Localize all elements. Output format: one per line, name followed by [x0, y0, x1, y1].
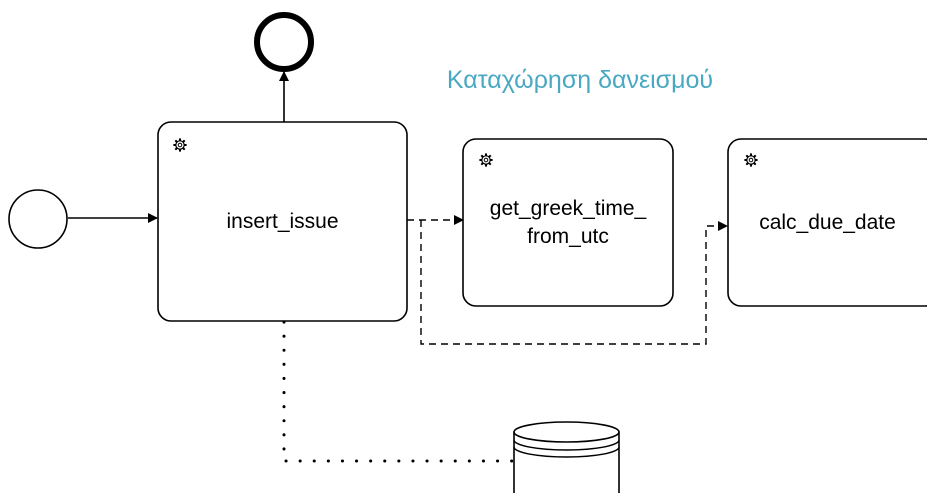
association-insert-to-datastore [282, 320, 516, 463]
task-insert-issue[interactable] [157, 121, 408, 322]
start-event[interactable] [8, 189, 68, 249]
end-event[interactable] [254, 12, 314, 72]
task-get-greek-time-from-utc[interactable] [462, 138, 674, 307]
data-store[interactable] [513, 421, 620, 493]
task-calc-due-date[interactable] [727, 138, 927, 307]
flow-insert-to-calc-due-date [420, 220, 728, 345]
diagram-title: Καταχώρηση δανεισμού [446, 66, 714, 94]
